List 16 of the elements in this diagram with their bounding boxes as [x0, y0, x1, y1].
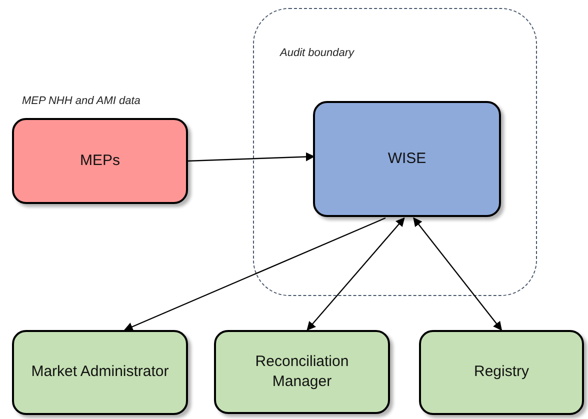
arrow [188, 152, 315, 162]
box-label: Reconciliation Manager [254, 352, 350, 392]
arrow [413, 217, 502, 331]
box-label: Registry [474, 362, 529, 382]
boundary-label: Audit boundary [280, 46, 354, 61]
process-box [214, 330, 390, 414]
arrow [124, 217, 386, 331]
process-box [313, 101, 501, 217]
process-box [12, 330, 188, 415]
box-label: Market Administrator [31, 362, 169, 382]
dashed-boundary [253, 8, 537, 296]
arrow [306, 217, 405, 331]
box-label: MEPs [80, 150, 120, 171]
node-heading: MEP NHH and AMI data [22, 94, 140, 109]
process-box [419, 330, 584, 415]
box-label: WISE [388, 148, 426, 169]
